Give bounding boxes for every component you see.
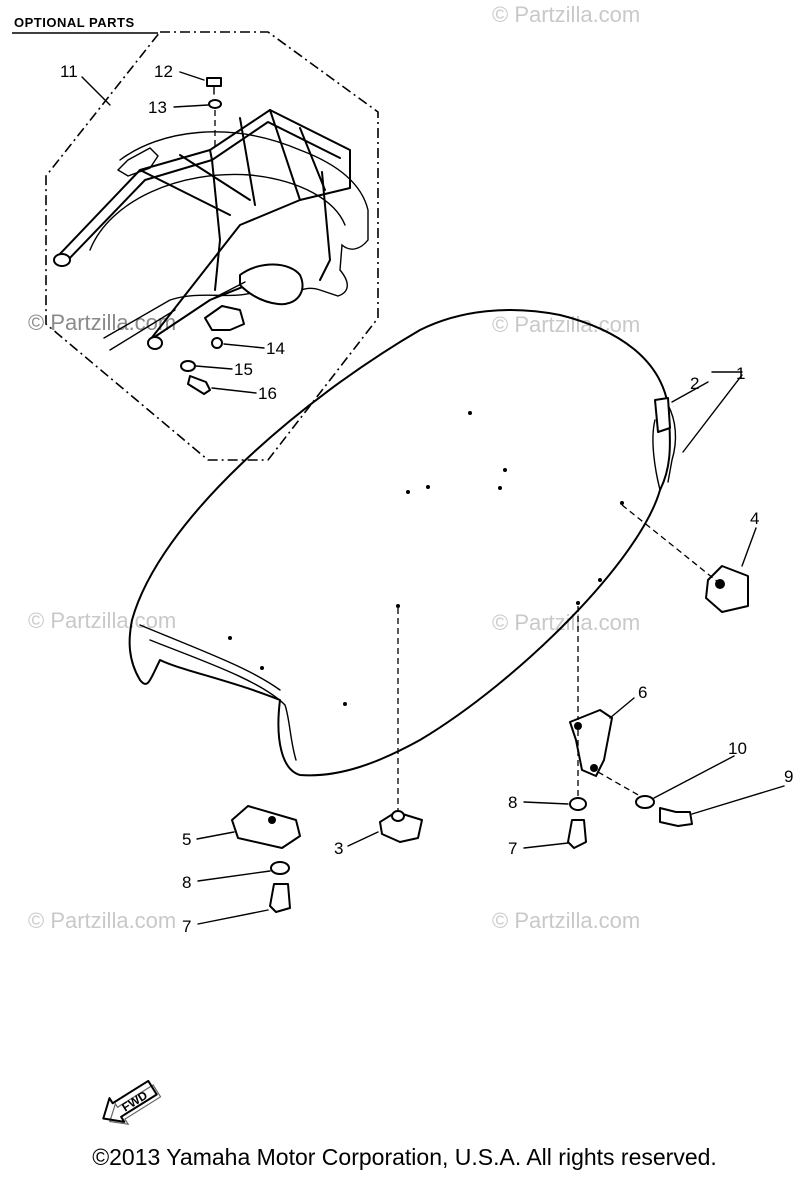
watermark: © Partzilla.com bbox=[28, 908, 176, 933]
callout-3: 3 bbox=[334, 839, 343, 858]
callout-8-right: 8 bbox=[508, 793, 517, 812]
optional-parts-title: OPTIONAL PARTS bbox=[14, 15, 135, 30]
watermark: © Partzilla.com bbox=[28, 608, 176, 633]
callout-9: 9 bbox=[784, 767, 793, 786]
callout-10: 10 bbox=[728, 739, 747, 758]
watermark: © Partzilla.com bbox=[28, 310, 176, 335]
fwd-arrow-icon: FWD bbox=[102, 1079, 162, 1125]
part-7-right bbox=[567, 819, 587, 849]
leader-4 bbox=[621, 504, 719, 583]
part-5 bbox=[231, 805, 301, 849]
callout-8-left: 8 bbox=[182, 873, 191, 892]
part-8-left bbox=[270, 861, 290, 875]
callout-7-right: 7 bbox=[508, 839, 517, 858]
part-10 bbox=[635, 795, 655, 809]
part-9 bbox=[659, 807, 693, 827]
callout-6: 6 bbox=[638, 683, 647, 702]
callout-12: 12 bbox=[154, 62, 173, 81]
part-7-left bbox=[269, 883, 291, 913]
watermark: © Partzilla.com bbox=[492, 908, 640, 933]
callout-16: 16 bbox=[258, 384, 277, 403]
callout-14: 14 bbox=[266, 339, 285, 358]
callout-1: 1 bbox=[736, 364, 745, 383]
part-4 bbox=[705, 565, 749, 613]
callout-4: 4 bbox=[750, 509, 759, 528]
callout-11: 11 bbox=[60, 62, 78, 81]
part-8-right bbox=[569, 797, 587, 811]
callout-2: 2 bbox=[690, 374, 699, 393]
leader-lines bbox=[81, 71, 785, 925]
callout-7-left: 7 bbox=[182, 917, 191, 936]
optional-parts-boundary bbox=[45, 31, 379, 461]
callout-5: 5 bbox=[182, 830, 191, 849]
callout-13: 13 bbox=[148, 98, 167, 117]
carrier-rack bbox=[53, 77, 351, 395]
watermark: © Partzilla.com bbox=[492, 2, 640, 27]
callouts: 1 2 3 4 5 6 7 7 8 8 9 10 11 12 13 14 15 … bbox=[60, 62, 793, 936]
seat-assembly bbox=[128, 309, 677, 777]
callout-15: 15 bbox=[234, 360, 253, 379]
copyright-footer: ©2013 Yamaha Motor Corporation, U.S.A. A… bbox=[92, 1144, 717, 1170]
